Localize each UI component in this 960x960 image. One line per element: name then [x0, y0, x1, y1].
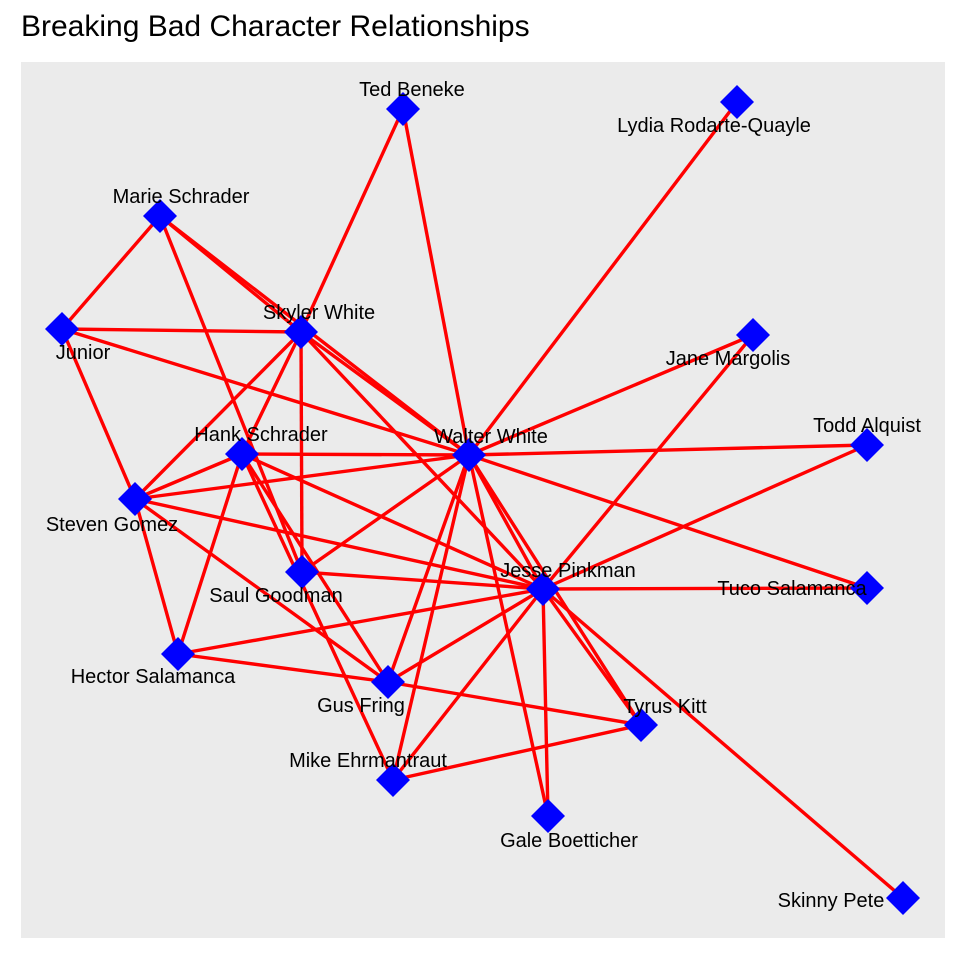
node-walter[interactable]: [452, 438, 486, 472]
edge-gus-hector: [177, 652, 389, 684]
node-label-junior: Junior: [56, 342, 111, 364]
node-saul[interactable]: [285, 555, 319, 589]
edge-jesse-hector: [177, 587, 544, 656]
node-gus[interactable]: [371, 665, 405, 699]
edge-skyler-hank: [240, 331, 303, 455]
node-hector[interactable]: [161, 637, 195, 671]
node-jane[interactable]: [736, 318, 770, 352]
node-hank[interactable]: [225, 437, 259, 471]
node-skinny[interactable]: [886, 881, 920, 915]
node-label-skinny: Skinny Pete: [778, 890, 885, 912]
edge-skyler-saul: [299, 331, 304, 573]
edge-walter-mike: [391, 454, 471, 781]
edge-junior-marie: [60, 214, 162, 331]
edge-jesse-tyrus: [541, 588, 643, 726]
edge-skyler-junior: [61, 327, 302, 334]
edge-jesse-gale: [541, 588, 550, 817]
node-todd[interactable]: [850, 428, 884, 462]
edge-walter-hank: [241, 452, 470, 457]
node-label-ted: Ted Beneke: [359, 79, 465, 101]
edge-hank-mike: [240, 453, 395, 781]
plot-panel-background: [21, 62, 945, 938]
node-layer: [45, 85, 920, 915]
node-label-hank: Hank Schrader: [194, 424, 328, 446]
node-junior[interactable]: [45, 312, 79, 346]
edge-walter-saul: [301, 453, 470, 574]
node-lydia[interactable]: [720, 85, 754, 119]
node-mike[interactable]: [376, 763, 410, 797]
node-label-walter: Walter White: [434, 426, 548, 448]
edge-walter-junior: [61, 327, 470, 457]
edge-walter-gus: [386, 454, 471, 683]
node-jesse[interactable]: [526, 572, 560, 606]
node-label-hector: Hector Salamanca: [71, 666, 236, 688]
node-label-jesse: Jesse Pinkman: [500, 560, 636, 582]
edge-jesse-tuco: [542, 586, 868, 591]
node-label-marie: Marie Schrader: [113, 186, 250, 208]
node-skyler[interactable]: [284, 315, 318, 349]
node-label-saul: Saul Goodman: [209, 585, 342, 607]
node-label-skyler: Skyler White: [263, 302, 375, 324]
node-label-jane: Jane Margolis: [666, 348, 791, 370]
edge-gomez-gus: [134, 497, 389, 684]
edge-mike-tyrus: [392, 723, 642, 782]
node-label-tyrus: Tyrus Kitt: [623, 696, 707, 718]
edge-jesse-gus: [387, 587, 544, 684]
edge-gus-tyrus: [387, 680, 642, 727]
node-tuco[interactable]: [850, 571, 884, 605]
edge-walter-ted: [401, 108, 471, 456]
node-gale[interactable]: [531, 799, 565, 833]
edge-walter-todd: [468, 443, 868, 457]
edge-junior-gomez: [60, 328, 137, 500]
edge-jesse-saul: [301, 570, 544, 591]
edge-jesse-skinny: [541, 587, 905, 900]
edge-walter-lydia: [467, 100, 739, 457]
edge-walter-tuco: [468, 453, 868, 590]
node-label-gus: Gus Fring: [317, 695, 405, 717]
edge-hank-gomez: [134, 452, 243, 501]
edge-skyler-gomez: [133, 330, 303, 501]
edge-jesse-skyler: [299, 330, 545, 591]
node-label-gale: Gale Boetticher: [500, 830, 638, 852]
edge-gomez-hector: [133, 498, 180, 655]
edge-jesse-todd: [542, 443, 868, 591]
node-ted[interactable]: [386, 92, 420, 126]
edge-jesse-gomez: [134, 497, 544, 591]
node-marie[interactable]: [143, 199, 177, 233]
node-label-gomez: Steven Gomez: [46, 514, 178, 536]
node-gomez[interactable]: [118, 482, 152, 516]
edge-jesse-mike: [391, 587, 545, 782]
edge-jesse-jane: [541, 333, 755, 591]
edge-skyler-ted: [299, 108, 405, 333]
node-label-mike: Mike Ehrmantraut: [289, 750, 447, 772]
node-tyrus[interactable]: [624, 708, 658, 742]
edge-jesse-hank: [241, 452, 544, 591]
plot-title: Breaking Bad Character Relationships: [21, 10, 530, 43]
node-label-lydia: Lydia Rodarte-Quayle: [617, 115, 811, 137]
node-label-tuco: Tuco Salamanca: [717, 578, 867, 600]
edge-skyler-marie: [158, 214, 303, 334]
node-label-todd: Todd Alquist: [813, 415, 921, 437]
edge-walter-jane: [468, 333, 754, 457]
